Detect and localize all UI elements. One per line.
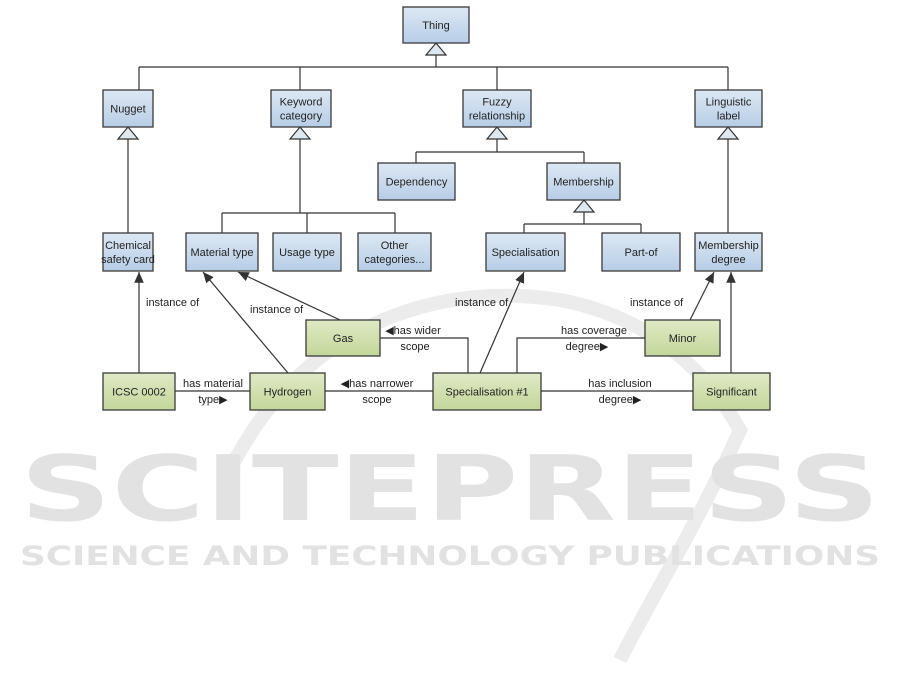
label-has-wider-scope-1: ◀has wider	[385, 325, 441, 337]
box-label: Other	[381, 240, 409, 252]
relation-labels: instance of instance of instance of inst…	[146, 297, 684, 406]
label-has-coverage-degree-1: has coverage	[561, 325, 627, 337]
box-label: ICSC 0002	[112, 387, 166, 399]
generalization-triangles	[116, 42, 740, 213]
box-label: category	[280, 111, 323, 123]
box-shape	[377, 162, 456, 201]
box-label: Fuzzy	[482, 97, 512, 109]
box-label: relationship	[469, 111, 525, 123]
box-label: safety card	[101, 254, 155, 266]
box-shape	[249, 372, 326, 411]
box-label: Specialisation	[492, 247, 560, 259]
box-shape	[185, 232, 259, 272]
box-shape	[432, 372, 542, 411]
box-label: Chemical	[105, 240, 151, 252]
box-label: Nugget	[110, 104, 145, 116]
instance-box-specialisation1: Specialisation #1	[432, 372, 542, 411]
label-instance-of-icsc: instance of	[146, 297, 200, 309]
instance-box-gas: Gas	[305, 319, 381, 357]
label-instance-of-spec: instance of	[455, 297, 509, 309]
class-box-membership: Membership	[546, 162, 621, 201]
box-shape	[694, 232, 763, 272]
box-shape	[272, 232, 342, 272]
box-label: Dependency	[386, 177, 448, 189]
box-label: Gas	[333, 333, 354, 345]
box-label: Linguistic	[706, 97, 752, 109]
box-shape	[601, 232, 681, 272]
instance-box-minor: Minor	[644, 319, 721, 357]
box-shape	[305, 319, 381, 357]
instance-box-hydrogen: Hydrogen	[249, 372, 326, 411]
relation-lines	[134, 271, 736, 392]
box-label: Hydrogen	[264, 387, 312, 399]
watermark-sub: SCIENCE AND TECHNOLOGY PUBLICATIONS	[20, 541, 880, 572]
box-label: degree	[711, 254, 745, 266]
label-has-inclusion-degree-1: has inclusion	[588, 378, 652, 390]
watermark-main: SCITEPRESS	[20, 437, 880, 542]
box-shape	[644, 319, 721, 357]
class-box-other-categories: Other categories...	[357, 232, 432, 272]
box-label: Keyword	[280, 97, 323, 109]
class-box-keyword-category: Keyword category	[270, 89, 332, 128]
box-label: label	[717, 111, 740, 123]
box-label: Membership	[553, 177, 614, 189]
box-label: Thing	[422, 20, 450, 32]
box-shape	[692, 372, 771, 411]
label-has-wider-scope-2: scope	[400, 341, 429, 353]
class-box-dependency: Dependency	[377, 162, 456, 201]
label-instance-of-minor: instance of	[630, 297, 684, 309]
box-label: Minor	[669, 333, 697, 345]
class-box-part-of: Part-of	[601, 232, 681, 272]
label-has-material-type-2: type▶	[198, 394, 228, 406]
box-shape	[462, 89, 532, 128]
class-box-material-type: Material type	[185, 232, 259, 272]
class-box-specialisation: Specialisation	[485, 232, 566, 272]
box-shape	[694, 89, 763, 128]
box-label: Significant	[706, 387, 757, 399]
label-has-narrower-scope-1: ◀has narrower	[341, 378, 414, 390]
box-label: Material type	[191, 247, 254, 259]
class-box-thing: Thing	[402, 6, 470, 44]
class-box-chemical-safety-card: Chemical safety card	[101, 232, 155, 272]
instance-box-significant: Significant	[692, 372, 771, 411]
box-label: categories...	[365, 254, 425, 266]
box-label: Part-of	[624, 247, 658, 259]
class-box-fuzzy-relationship: Fuzzy relationship	[462, 89, 532, 128]
label-has-material-type-1: has material	[183, 378, 243, 390]
class-box-linguistic-label: Linguistic label	[694, 89, 763, 128]
box-shape	[485, 232, 566, 272]
box-shape	[102, 372, 176, 411]
label-has-narrower-scope-2: scope	[362, 394, 391, 406]
box-shape	[102, 232, 154, 272]
box-label: Membership	[698, 240, 759, 252]
class-box-nugget: Nugget	[102, 89, 154, 128]
box-shape	[357, 232, 432, 272]
class-box-usage-type: Usage type	[272, 232, 342, 272]
box-label: Usage type	[279, 247, 335, 259]
box-shape	[270, 89, 332, 128]
instance-box-icsc: ICSC 0002	[102, 372, 176, 411]
box-shape	[102, 89, 154, 128]
label-has-inclusion-degree-2: degree▶	[599, 394, 642, 406]
class-box-membership-degree: Membership degree	[694, 232, 763, 272]
hierarchy-lines	[127, 55, 729, 233]
label-has-coverage-degree-2: degree▶	[566, 341, 609, 353]
label-instance-of-gas: instance of	[250, 304, 304, 316]
box-shape	[546, 162, 621, 201]
box-label: Specialisation #1	[445, 387, 528, 399]
watermark: SCITEPRESS SCIENCE AND TECHNOLOGY PUBLIC…	[20, 288, 880, 664]
box-shape	[402, 6, 470, 44]
